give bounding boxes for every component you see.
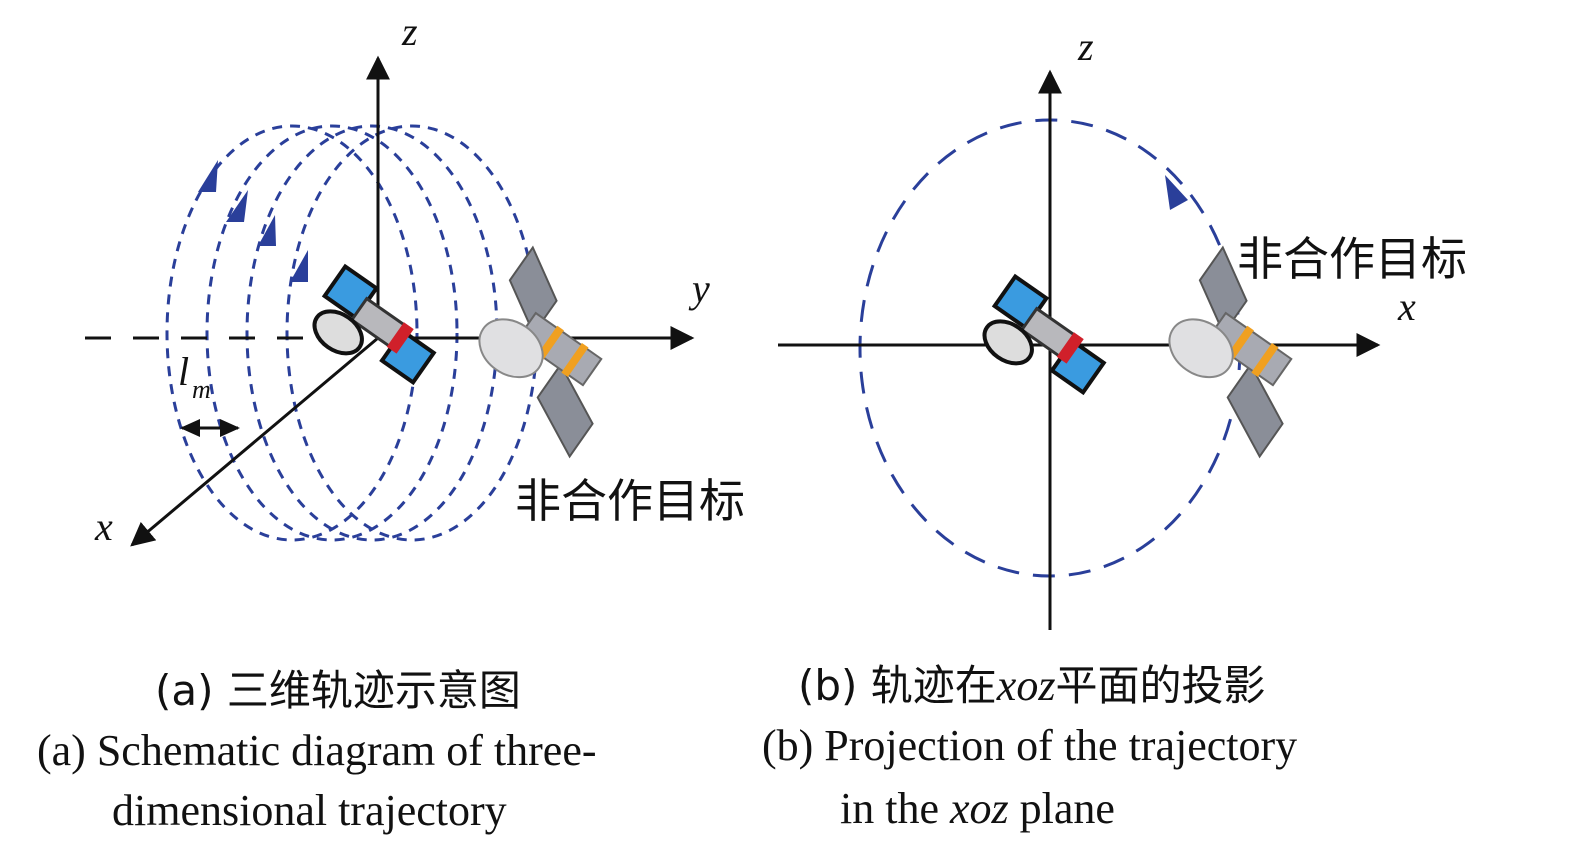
target-satellite-icon xyxy=(445,246,657,458)
target-label: 非合作目标 xyxy=(515,474,745,528)
x-axis xyxy=(130,336,379,547)
caption-a-cn: (a) 三维轨迹示意图 xyxy=(155,666,521,715)
spacing-subscript: m xyxy=(192,375,211,404)
x-axis-label: x xyxy=(94,504,113,549)
z-axis-label: z xyxy=(401,9,418,54)
spacing-label: l xyxy=(178,349,189,394)
caption-b-en-line1: (b) Projection of the trajectory xyxy=(762,721,1297,770)
caption-a-en-line1: (a) Schematic diagram of three- xyxy=(37,726,597,775)
z-axis-label: z xyxy=(1077,24,1094,69)
caption-a-en-line2: dimensional trajectory xyxy=(112,786,507,835)
x-axis-label: x xyxy=(1397,284,1416,329)
spacing-double-arrow xyxy=(180,419,240,437)
target-label: 非合作目标 xyxy=(1237,232,1467,286)
orbit-direction-arrows xyxy=(198,160,308,282)
panel-b-xoz-projection: z x 非合作目标 xyxy=(778,24,1467,630)
chaser-satellite-icon xyxy=(969,274,1118,411)
panel-a-3d-trajectory: z y x l m 非合作目标 xyxy=(85,9,745,549)
chaser-satellite-icon xyxy=(299,264,448,401)
orbit-direction-arrow xyxy=(1165,175,1188,210)
caption-b-cn: (b) 轨迹在xoz平面的投影 xyxy=(798,661,1265,710)
caption-b-en-line2: in the xoz plane xyxy=(840,784,1115,833)
y-axis-label: y xyxy=(688,266,710,311)
